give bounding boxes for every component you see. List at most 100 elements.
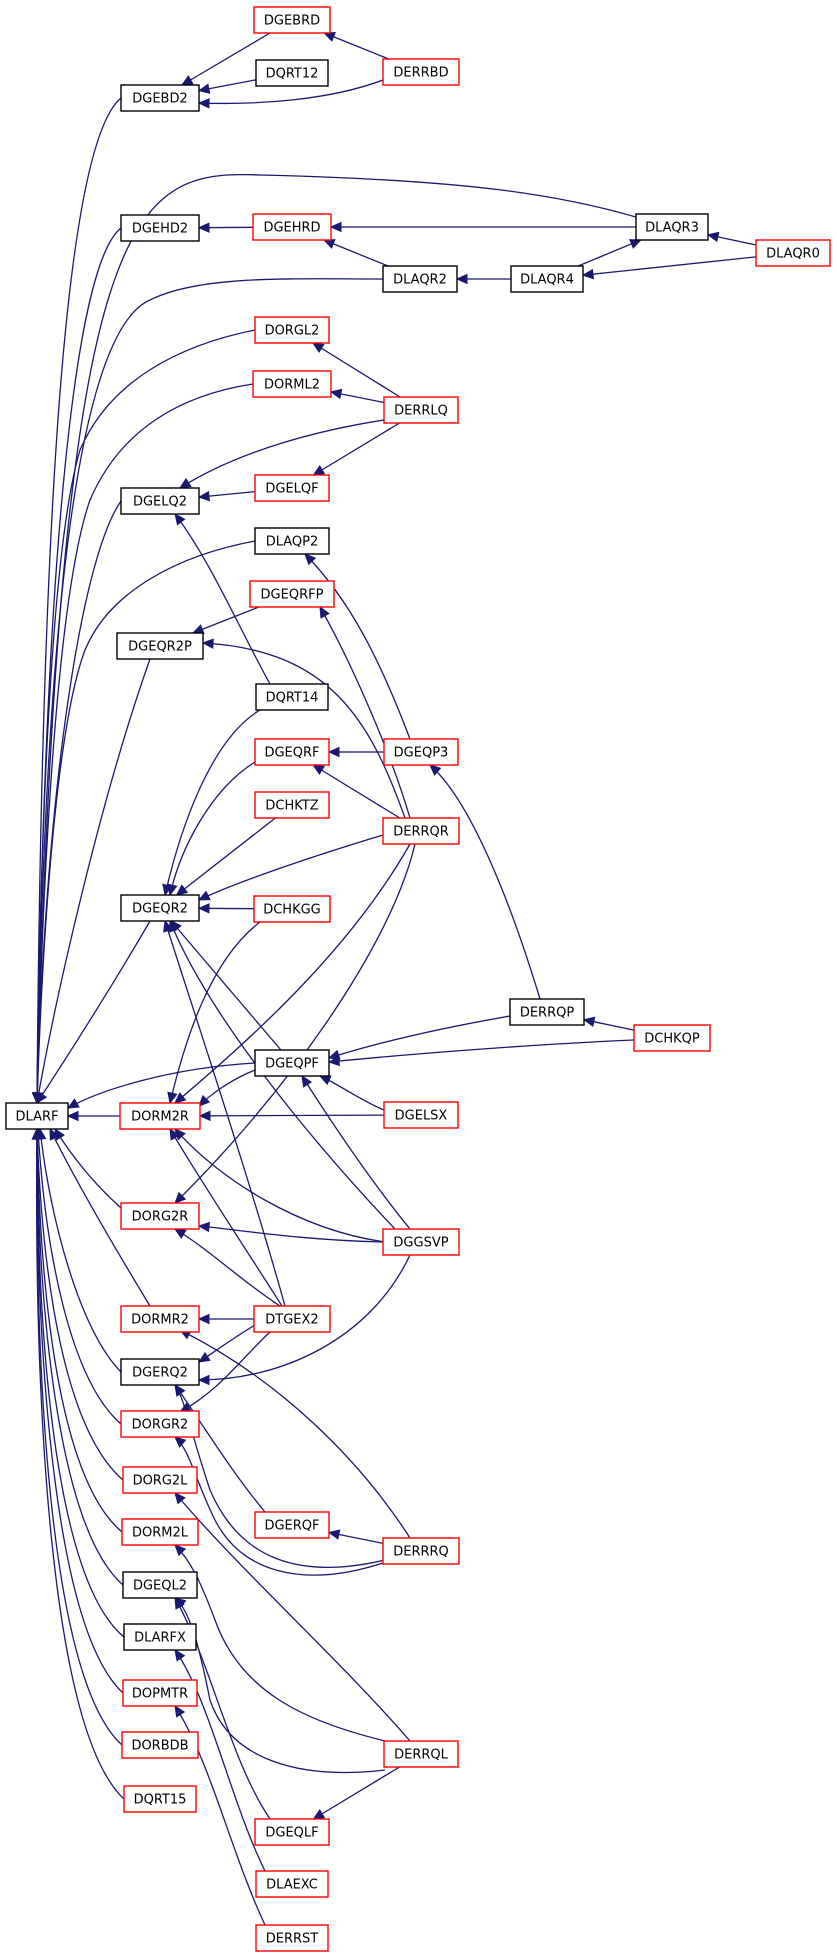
- edge-dtgex2-to-dorg2r: [173, 1228, 281, 1307]
- node-box: [255, 59, 329, 87]
- edge-dgeqr2-to-dlarf: [36, 920, 151, 1105]
- node-dgeqrf[interactable]: DGEQRF: [254, 738, 330, 766]
- node-dchkgg[interactable]: DCHKGG: [253, 895, 331, 923]
- node-label: DGEQR2P: [128, 640, 192, 655]
- node-label: DORM2R: [131, 1110, 189, 1125]
- node-dgerqf[interactable]: DGERQF: [254, 1511, 330, 1539]
- node-dqrt12[interactable]: DQRT12: [255, 59, 329, 87]
- node-dgelqf[interactable]: DGELQF: [254, 474, 330, 502]
- node-derrrq[interactable]: DERRRQ: [382, 1537, 460, 1565]
- node-dlaqp2[interactable]: DLAQP2: [254, 527, 330, 555]
- node-dorgl2[interactable]: DORGL2: [254, 316, 330, 344]
- node-dormr2[interactable]: DORMR2: [120, 1305, 200, 1333]
- node-dgeqpf[interactable]: DGEQPF: [254, 1049, 330, 1077]
- edge-dgebd2-to-dlarf: [31, 97, 122, 1105]
- node-dorbdb[interactable]: DORBDB: [121, 1731, 199, 1759]
- node-dopmtr[interactable]: DOPMTR: [122, 1679, 198, 1707]
- node-label: DGERQ2: [132, 1366, 188, 1381]
- edge-dgelsx-to-dgeqpf: [318, 1075, 385, 1111]
- edge-dgeqpf-to-dorm2r: [198, 1069, 256, 1107]
- edge-dorm2r-to-dlarf: [66, 1110, 120, 1122]
- node-label: DGEHD2: [132, 222, 188, 237]
- edge-dlaqr4-to-dlaqr3: [578, 239, 642, 267]
- node-box: [382, 265, 458, 293]
- edge-dtgex2-to-dormr2: [197, 1313, 254, 1325]
- node-box: [252, 213, 332, 241]
- node-label: DLAQR4: [520, 273, 574, 288]
- node-label: DORGL2: [265, 324, 320, 339]
- node-derrst[interactable]: DERRST: [255, 1924, 329, 1952]
- node-dtgex2[interactable]: DTGEX2: [253, 1305, 331, 1333]
- node-dlaqr3[interactable]: DLAQR3: [635, 213, 709, 241]
- node-dgerq2[interactable]: DGERQ2: [120, 1358, 200, 1386]
- node-dorm2l[interactable]: DORM2L: [121, 1518, 199, 1546]
- node-dgeqlf[interactable]: DGEQLF: [254, 1818, 330, 1846]
- edge-dgeqrf-to-dgeqr2: [167, 761, 256, 897]
- node-derrlq[interactable]: DERRLQ: [383, 396, 459, 424]
- node-dgebrd[interactable]: DGEBRD: [253, 6, 331, 34]
- node-dlaqr4[interactable]: DLAQR4: [510, 265, 584, 293]
- node-box: [255, 1870, 329, 1898]
- node-derrqr[interactable]: DERRQR: [382, 817, 460, 845]
- node-dorg2r[interactable]: DORG2R: [120, 1202, 200, 1230]
- node-dgeql2[interactable]: DGEQL2: [122, 1571, 198, 1599]
- node-label: DGEHRD: [263, 221, 320, 236]
- node-dlaqr2[interactable]: DLAQR2: [382, 265, 458, 293]
- edge-dgeqp3-to-dlaqp2: [304, 553, 411, 740]
- node-dorml2[interactable]: DORML2: [252, 370, 332, 398]
- node-dqrt15[interactable]: DQRT15: [123, 1785, 197, 1813]
- node-dgeqrfp[interactable]: DGEQRFP: [249, 580, 335, 608]
- edge-dlaqp2-to-dlarf: [32, 540, 256, 1105]
- node-label: DLAQR2: [393, 273, 447, 288]
- node-dlarfx[interactable]: DLARFX: [123, 1623, 197, 1651]
- node-derrbd[interactable]: DERRBD: [382, 58, 460, 86]
- node-derrqp[interactable]: DERRQP: [509, 998, 585, 1026]
- node-label: DGEQR2: [132, 902, 188, 917]
- node-label: DGELSX: [395, 1109, 448, 1124]
- edge-dorg2r-to-dlarf: [54, 1127, 122, 1209]
- node-derrql[interactable]: DERRQL: [383, 1740, 459, 1768]
- edge-derrqr-to-dgeqr2: [197, 834, 384, 901]
- edge-dgerq2-to-dlarf: [35, 1127, 122, 1373]
- node-dgeqr2[interactable]: DGEQR2: [120, 894, 200, 922]
- node-box: [254, 738, 330, 766]
- node-dgelq2[interactable]: DGELQ2: [120, 487, 200, 515]
- node-label: DGELQ2: [133, 495, 187, 510]
- node-box: [253, 895, 331, 923]
- node-box: [635, 213, 709, 241]
- node-dgeqr2p[interactable]: DGEQR2P: [116, 632, 204, 660]
- node-box: [122, 1466, 198, 1494]
- node-dgeqp3[interactable]: DGEQP3: [383, 738, 459, 766]
- node-box: [255, 683, 329, 711]
- node-box: [253, 6, 331, 34]
- node-box: [120, 894, 200, 922]
- node-dorm2r[interactable]: DORM2R: [119, 1102, 201, 1130]
- node-label: DGEQL2: [133, 1579, 187, 1594]
- node-box: [509, 998, 585, 1026]
- edge-dgeqrfp-to-dgeqr2p: [191, 606, 260, 635]
- edge-derrqr-to-dgeqrfp: [319, 605, 411, 819]
- node-dlaexc[interactable]: DLAEXC: [255, 1870, 329, 1898]
- node-dgehd2[interactable]: DGEHD2: [120, 214, 200, 242]
- edge-dgelqf-to-dgelq2: [197, 490, 256, 502]
- edge-derrlq-to-dgelq2: [178, 419, 385, 489]
- node-dggsvp[interactable]: DGGSVP: [382, 1228, 460, 1256]
- node-label: DQRT14: [266, 691, 319, 706]
- edge-dlaexc-to-dlarfx: [174, 1649, 266, 1872]
- node-box: [383, 1740, 459, 1768]
- node-label: DTGEX2: [265, 1313, 318, 1328]
- node-dorg2l[interactable]: DORG2L: [122, 1466, 198, 1494]
- node-dchkqp[interactable]: DCHKQP: [633, 1024, 711, 1052]
- node-dgelsx[interactable]: DGELSX: [383, 1101, 459, 1129]
- node-dqrt14[interactable]: DQRT14: [255, 683, 329, 711]
- node-dlaqr0[interactable]: DLAQR0: [755, 239, 831, 267]
- node-dorgr2[interactable]: DORGR2: [120, 1410, 200, 1438]
- node-box: [254, 527, 330, 555]
- node-dgebd2[interactable]: DGEBD2: [120, 84, 200, 112]
- edge-dorbdb-to-dlarf: [31, 1127, 123, 1746]
- node-dchktz[interactable]: DCHKTZ: [254, 791, 330, 819]
- node-label: DGGSVP: [393, 1236, 448, 1251]
- node-label: DORG2L: [133, 1474, 189, 1489]
- node-dgehrd[interactable]: DGEHRD: [252, 213, 332, 241]
